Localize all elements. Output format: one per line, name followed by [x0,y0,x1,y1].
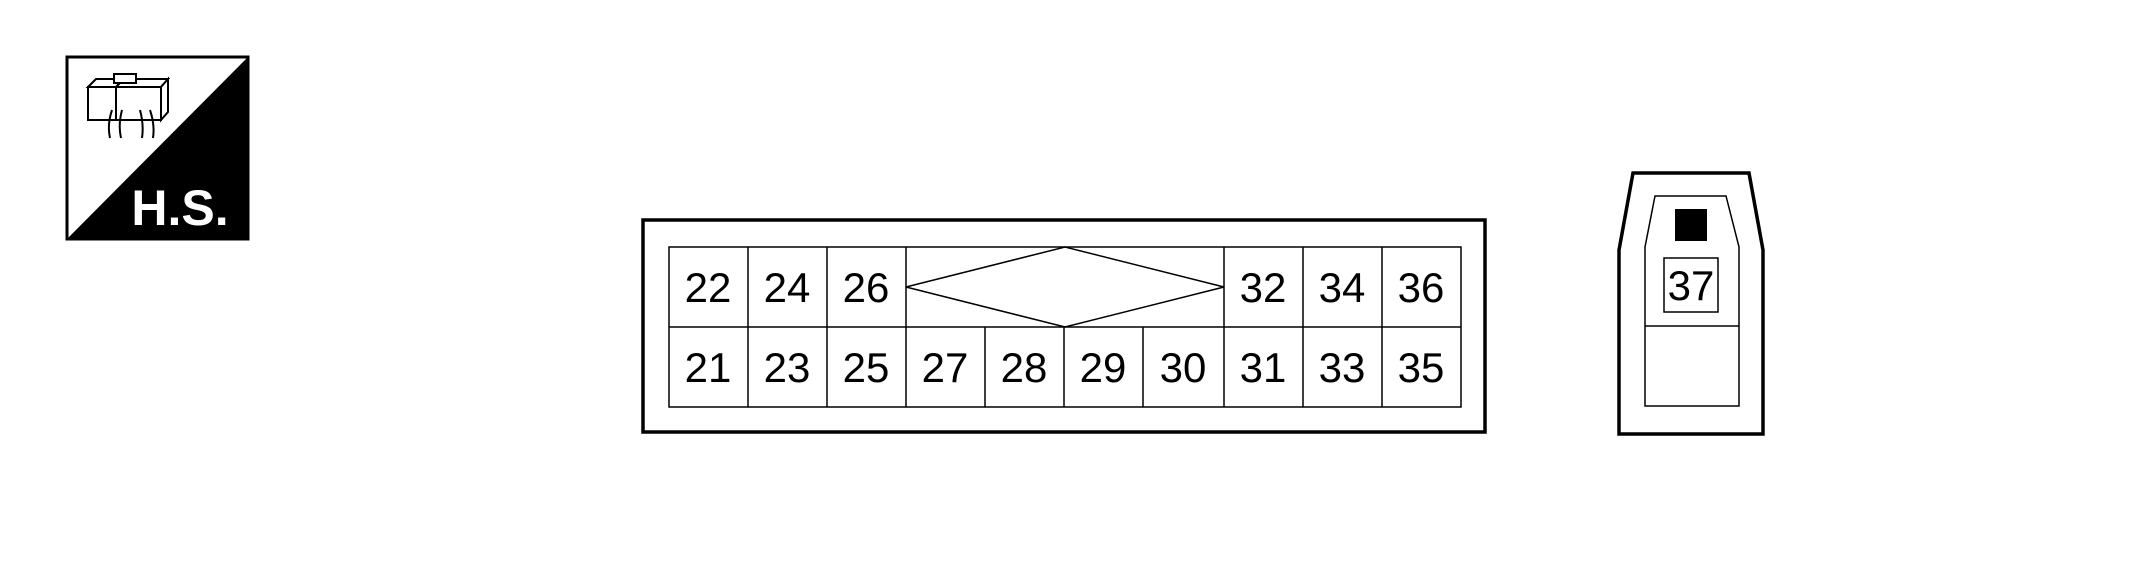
pin-34: 34 [1319,264,1366,311]
pin-22: 22 [685,264,732,311]
pin-26: 26 [843,264,890,311]
pin-32: 32 [1240,264,1287,311]
pin-29: 29 [1080,344,1127,391]
harness-side-badge: H.S. [65,55,250,241]
pin-23: 23 [764,344,811,391]
pin-24: 24 [764,264,811,311]
pin-37: 37 [1668,262,1715,309]
pin-35: 35 [1398,344,1445,391]
connector-icon [85,73,171,139]
main-connector: 22 24 26 32 34 36 21 23 25 27 28 29 30 3… [641,218,1487,434]
pin-36: 36 [1398,264,1445,311]
side-connector: 37 [1617,171,1765,436]
pin-25: 25 [843,344,890,391]
pin-21: 21 [685,344,732,391]
pin-31: 31 [1240,344,1287,391]
pin-30: 30 [1160,344,1207,391]
pin-27: 27 [922,344,969,391]
harness-side-label: H.S. [131,180,228,236]
keying-diamond [905,246,1225,328]
pin-28: 28 [1001,344,1048,391]
pin-33: 33 [1319,344,1366,391]
lock-tab [1675,209,1707,241]
